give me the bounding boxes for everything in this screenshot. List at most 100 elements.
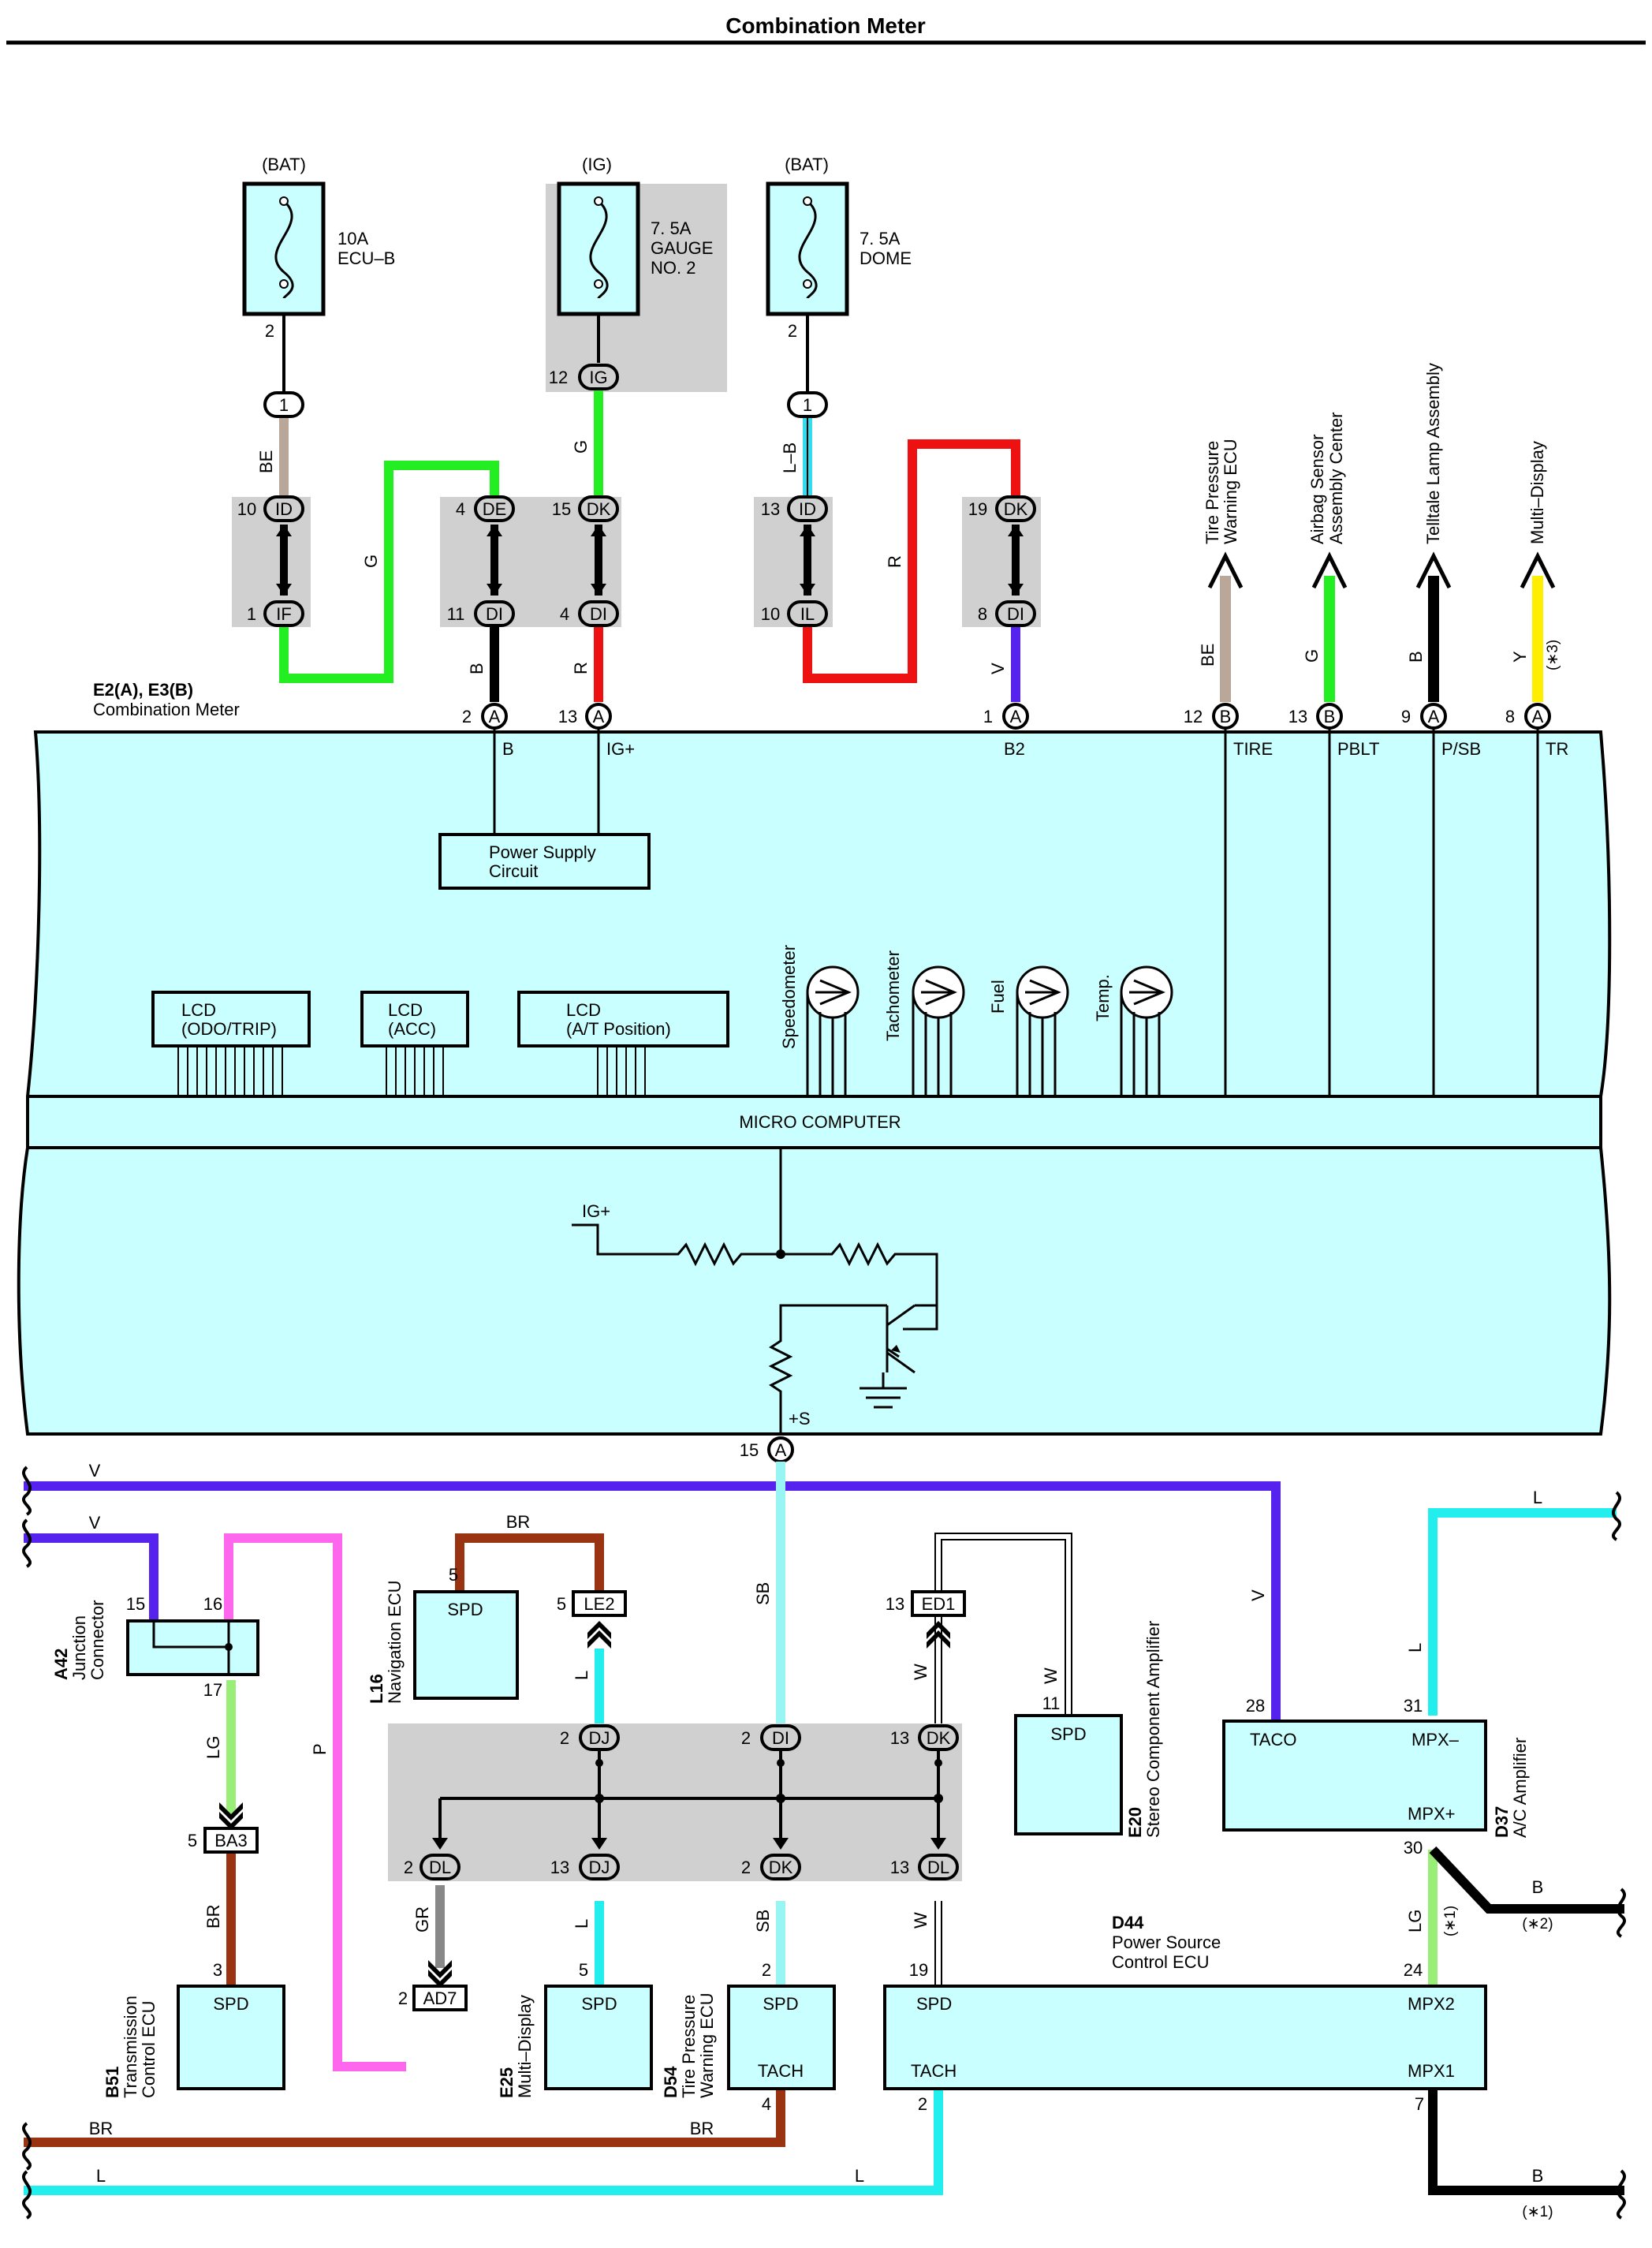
wlabel-g2: G xyxy=(571,440,591,454)
ac-amplifier-d37: TACO MPX– MPX+ 28 31 30 D37 A/C Amplifie… xyxy=(1222,1696,1530,1858)
svg-text:A/C Amplifier: A/C Amplifier xyxy=(1510,1738,1530,1838)
svg-text:11: 11 xyxy=(447,604,465,624)
diagram-title: Combination Meter xyxy=(725,13,926,38)
wire-b-pscecu xyxy=(1428,2090,1624,2195)
svg-text:5: 5 xyxy=(188,1831,197,1850)
wire-br-nav xyxy=(455,1533,604,1593)
svg-text:(A/T Position): (A/T Position) xyxy=(566,1019,671,1039)
svg-text:TACH: TACH xyxy=(758,2061,804,2081)
svg-text:(ACC): (ACC) xyxy=(388,1019,436,1039)
svg-text:D54: D54 xyxy=(661,2066,681,2098)
out-label-multi: Multi–Display xyxy=(1527,441,1547,544)
wlabel-lb: L–B xyxy=(780,443,800,473)
svg-text:Transmission: Transmission xyxy=(121,1996,140,2098)
svg-text:15: 15 xyxy=(552,499,571,519)
svg-text:LG: LG xyxy=(1405,1910,1425,1932)
terminals-top xyxy=(263,364,1036,627)
svg-text:4: 4 xyxy=(762,2094,771,2114)
svg-text:E25: E25 xyxy=(497,2067,516,2098)
fuse1-pin: 2 xyxy=(265,321,274,341)
wire-r-loop xyxy=(803,439,1020,683)
wlabel-b1: B xyxy=(467,663,487,674)
svg-text:DI: DI xyxy=(772,1728,789,1748)
svg-text:IG: IG xyxy=(589,368,607,387)
svg-text:LG: LG xyxy=(203,1736,223,1759)
svg-text:2: 2 xyxy=(918,2094,927,2114)
svg-text:DI: DI xyxy=(486,604,503,624)
svg-text:17: 17 xyxy=(203,1680,222,1700)
out-label-tpw2: Warning ECU xyxy=(1221,439,1240,544)
power-supply-box xyxy=(438,833,651,890)
svg-text:19: 19 xyxy=(968,499,987,519)
terminal-labels-top: 1 IG 1 ID IF DE DI DK DI ID IL DK DI 12 … xyxy=(237,368,1028,624)
svg-text:MPX+: MPX+ xyxy=(1408,1804,1456,1824)
fuse3-pin: 2 xyxy=(788,321,797,341)
wlabel-g1: G xyxy=(361,555,381,568)
svg-text:L: L xyxy=(572,1671,591,1680)
svg-text:(∗1): (∗1) xyxy=(1442,1906,1459,1936)
svg-text:D44: D44 xyxy=(1112,1913,1144,1932)
svg-text:2: 2 xyxy=(741,1858,751,1877)
fuse2-name2: NO. 2 xyxy=(651,258,695,278)
svg-text:A: A xyxy=(1010,707,1022,726)
svg-text:DI: DI xyxy=(1007,604,1024,624)
gauge-temp: Temp. xyxy=(1093,974,1113,1021)
svg-text:ED1: ED1 xyxy=(922,1594,956,1614)
gauges xyxy=(806,965,1173,1096)
svg-text:DK: DK xyxy=(927,1728,951,1748)
svg-text:SB: SB xyxy=(753,1910,773,1932)
fuse1-source: (BAT) xyxy=(262,155,306,174)
svg-text:13: 13 xyxy=(558,707,577,726)
svg-text:(∗1): (∗1) xyxy=(1522,2204,1553,2220)
svg-text:Power Source: Power Source xyxy=(1112,1932,1221,1952)
wire-labels-bottom: V V SB SB L L W W W V L L LG P BR GR LG … xyxy=(89,1461,1553,2220)
svg-text:A42: A42 xyxy=(51,1649,71,1680)
wlabel-be2: BE xyxy=(1198,644,1218,667)
svg-text:2: 2 xyxy=(398,1988,408,2008)
svg-text:SPD: SPD xyxy=(763,1994,798,2014)
square-connector-chevrons xyxy=(219,1621,950,1988)
wire-br-bottom xyxy=(24,2090,785,2147)
wlabel-r1: R xyxy=(885,555,904,568)
svg-text:7: 7 xyxy=(1415,2094,1424,2114)
terminals-bottom xyxy=(420,1724,959,1880)
svg-text:V: V xyxy=(89,1513,101,1533)
svg-text:A: A xyxy=(489,707,501,726)
micro-computer-label: MICRO COMPUTER xyxy=(739,1112,901,1132)
svg-text:P/SB: P/SB xyxy=(1441,739,1481,759)
svg-text:Junction: Junction xyxy=(69,1615,89,1680)
svg-text:11: 11 xyxy=(1042,1693,1061,1713)
out-label-tpw1: Tire Pressure xyxy=(1203,441,1222,544)
svg-text:1: 1 xyxy=(983,707,993,726)
svg-text:TR: TR xyxy=(1546,739,1568,759)
svg-text:13: 13 xyxy=(761,499,780,519)
splus-label: +S xyxy=(789,1409,811,1428)
svg-text:30: 30 xyxy=(1404,1838,1423,1858)
lcd-at-position: LCD(A/T Position) xyxy=(517,991,729,1096)
svg-text:28: 28 xyxy=(1246,1696,1265,1716)
svg-text:TACO: TACO xyxy=(1250,1730,1296,1749)
svg-text:DK: DK xyxy=(1004,499,1028,519)
svg-text:L: L xyxy=(572,1919,591,1929)
power-source-ecu-d44: D44 Power Source Control ECU SPD TACH MP… xyxy=(883,1913,1487,2114)
svg-text:BR: BR xyxy=(89,2119,114,2138)
svg-text:DJ: DJ xyxy=(589,1858,610,1877)
svg-text:P: P xyxy=(310,1743,330,1755)
fuse3-name: DOME xyxy=(860,248,912,268)
svg-text:2: 2 xyxy=(741,1728,751,1748)
svg-text:10: 10 xyxy=(761,604,780,624)
svg-text:V: V xyxy=(89,1461,101,1481)
junction-block-bg xyxy=(388,1723,962,1881)
svg-text:2: 2 xyxy=(404,1858,413,1877)
wire-l-bottom xyxy=(24,2090,943,2195)
psc-line1: Power Supply xyxy=(489,842,596,862)
svg-text:LCD: LCD xyxy=(181,1000,216,1020)
svg-text:DK: DK xyxy=(587,499,611,519)
tire-pressure-ecu-d54: SPD TACH 2 4 D54 Tire Pressure Warning E… xyxy=(661,1960,836,2114)
gauge-tachometer: Tachometer xyxy=(883,950,903,1041)
svg-text:13: 13 xyxy=(890,1858,909,1877)
svg-text:IL: IL xyxy=(800,604,815,624)
svg-text:L: L xyxy=(855,2166,864,2186)
wire-b-ac xyxy=(1429,1846,1624,1914)
terminal-labels-bottom: DJ DI DK DL DJ DK DL 2 2 13 2 13 2 13 xyxy=(404,1728,951,1877)
